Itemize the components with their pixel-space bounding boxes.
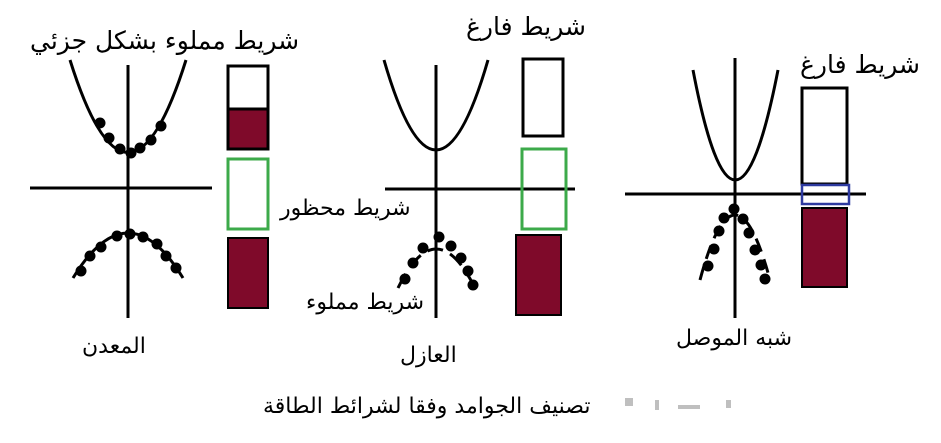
electron-dot xyxy=(137,231,149,243)
semiconductor-electron-dots xyxy=(702,203,771,285)
artifact-mark xyxy=(726,400,731,408)
electron-dot xyxy=(170,262,182,274)
electron-dot xyxy=(728,203,740,215)
insulator-forbidden-band xyxy=(520,147,568,231)
electron-dot xyxy=(702,260,714,272)
label-partially-filled-band: شريط مملوء بشكل جزئي xyxy=(30,26,300,55)
electron-dot xyxy=(445,240,457,252)
artifact-mark xyxy=(655,400,659,410)
electron-dot xyxy=(749,244,761,256)
label-metal: المعدن xyxy=(82,334,146,359)
electron-dot xyxy=(114,143,126,155)
insulator-electron-dots xyxy=(399,231,479,291)
electron-dot xyxy=(759,273,771,285)
electron-dot xyxy=(399,273,411,285)
insulator-conduction-curve xyxy=(382,59,490,152)
electron-dot xyxy=(124,228,136,240)
semiconductor-empty-band xyxy=(800,86,849,186)
insulator-bands xyxy=(515,57,568,316)
caption: تصنيف الجوامد وفقا لشرائط الطاقة xyxy=(263,394,591,419)
semiconductor-forbidden-band xyxy=(800,183,851,206)
electron-dot xyxy=(125,147,137,159)
label-forbidden-band: شريط محظور xyxy=(280,196,411,221)
electron-dot xyxy=(755,259,767,271)
metal-forbidden-band xyxy=(226,157,270,231)
metal-electron-dots xyxy=(75,117,182,277)
electron-dot xyxy=(151,238,163,250)
label-filled-band: شريط مملوء xyxy=(306,290,425,315)
electron-dot xyxy=(407,257,419,269)
semiconductor-conduction-curve xyxy=(691,69,780,182)
electron-dot xyxy=(743,227,755,239)
scan-artifacts xyxy=(625,398,731,410)
electron-dot xyxy=(718,212,730,224)
metal-graph xyxy=(30,59,212,318)
insulator-filled-band xyxy=(515,234,562,316)
electron-dot xyxy=(145,134,157,146)
electron-dot xyxy=(155,120,167,132)
label-semiconductor: شبه الموصل xyxy=(676,326,793,351)
electron-dot xyxy=(84,250,96,262)
electron-dot xyxy=(737,213,749,225)
electron-dot xyxy=(455,252,467,264)
semiconductor-bands xyxy=(800,86,851,288)
label-insulator: العازل xyxy=(400,343,457,368)
electron-dot xyxy=(95,241,107,253)
electron-dot xyxy=(462,265,474,277)
metal-bands xyxy=(226,64,270,309)
metal-empty-band xyxy=(226,64,270,111)
metal-partial-filled-band xyxy=(226,107,270,151)
semiconductor-filled-band xyxy=(801,207,848,288)
insulator-graph xyxy=(382,59,575,318)
electron-dot xyxy=(103,132,115,144)
electron-dot xyxy=(433,231,445,243)
electron-dot xyxy=(134,142,146,154)
artifact-mark xyxy=(625,398,633,406)
semiconductor-valence-curve xyxy=(698,213,772,281)
electron-dot xyxy=(94,117,106,129)
insulator-empty-band xyxy=(521,57,565,138)
electron-dot xyxy=(160,250,172,262)
electron-dot xyxy=(417,242,429,254)
electron-dot xyxy=(467,279,479,291)
electron-dot xyxy=(75,265,87,277)
label-empty-band-semiconductor: شريط فارغ xyxy=(800,50,920,79)
electron-dot xyxy=(708,243,720,255)
label-empty-band-insulator: شريط فارغ xyxy=(466,12,586,41)
electron-dot xyxy=(713,225,725,237)
electron-dot xyxy=(111,230,123,242)
semiconductor-graph xyxy=(625,58,866,318)
artifact-mark xyxy=(678,405,700,409)
metal-filled-band xyxy=(227,237,269,309)
